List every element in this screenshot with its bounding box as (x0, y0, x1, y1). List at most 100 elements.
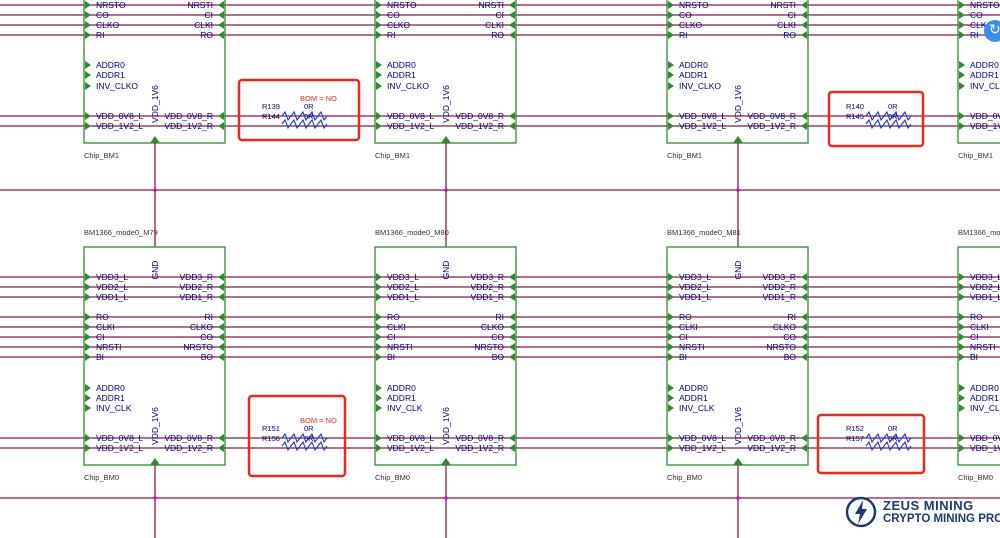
chip-box (957, 246, 1000, 466)
pin-label: VDD1_R (179, 292, 213, 302)
pin-marker (509, 283, 515, 291)
pin-label: BI (970, 352, 978, 362)
pin-marker (376, 434, 382, 442)
pin-marker (218, 343, 224, 351)
gnd-label: GND (733, 261, 743, 280)
pin-marker (218, 1, 224, 9)
resistor-value: 0R (304, 424, 314, 433)
gnd-label: GND (150, 261, 160, 280)
chip-title: BM1366_mode0_M81 (667, 228, 741, 237)
pin-marker (85, 82, 91, 90)
pin-marker (959, 434, 965, 442)
pin-marker (668, 293, 674, 301)
resistor-ref: R151 (262, 424, 280, 433)
pin-marker (376, 353, 382, 361)
pin-marker (218, 21, 224, 29)
pin-marker (801, 112, 807, 120)
pin-label: VDD1_L (679, 292, 711, 302)
pin-label: NRSTO (96, 0, 126, 10)
pin-label: INV_CLK (96, 403, 132, 413)
pin-label: INV_CLK (970, 403, 1000, 413)
pin-marker (376, 122, 382, 130)
pin-marker (959, 11, 965, 19)
pin-label: RO (783, 30, 796, 40)
pin-label: CLKI (194, 20, 213, 30)
pin-marker (668, 71, 674, 79)
pin-marker (509, 11, 515, 19)
pin-label: VDD_0V8_R (747, 433, 796, 443)
highlight-box (247, 394, 347, 478)
pin-marker (85, 112, 91, 120)
pin-label: VDD_1V2_R (164, 121, 213, 131)
watermark-brand: ZEUS MINING (883, 498, 974, 513)
pin-marker (218, 293, 224, 301)
resistor-ref: R139 (262, 102, 280, 111)
pin-marker (441, 136, 451, 143)
pin-marker (668, 273, 674, 281)
junction-dot (444, 496, 448, 500)
pin-marker (668, 82, 674, 90)
pin-label: NRSTI (679, 342, 705, 352)
pin-label: CI (496, 10, 505, 20)
pin-marker (150, 458, 160, 465)
pin-label: CI (96, 332, 105, 342)
pin-label: RO (491, 30, 504, 40)
resistor-ref: R152 (846, 424, 864, 433)
pin-label: INV_CLK (387, 403, 423, 413)
pin-marker (85, 323, 91, 331)
pin-label: VDD_0V8_R (455, 111, 504, 121)
pin-marker (801, 1, 807, 9)
pin-marker (85, 31, 91, 39)
pin-marker (218, 283, 224, 291)
pin-label: BI (679, 352, 687, 362)
sync-icon[interactable]: ↻ (984, 20, 1000, 42)
pin-marker (801, 11, 807, 19)
pin-label: ADDR1 (387, 70, 416, 80)
pin-marker (85, 333, 91, 341)
bom-note: BOM = NO (300, 94, 337, 103)
junction-dot (153, 496, 157, 500)
pin-label: CO (679, 10, 692, 20)
pin-label: CO (387, 10, 400, 20)
pin-label: VDD3_L (970, 272, 1000, 282)
pin-label: INV_CLKO (387, 81, 429, 91)
pin-marker (959, 122, 965, 130)
pin-label: NRSTO (766, 342, 796, 352)
pin-marker (376, 444, 382, 452)
chip-footer: Chip_BM1 (958, 151, 993, 160)
pin-marker (668, 313, 674, 321)
pin-label: VDD1_L (387, 292, 419, 302)
pin-label: NRSTI (387, 342, 413, 352)
pin-label: VDD_1V2_L (96, 121, 144, 131)
pin-marker (85, 71, 91, 79)
pin-label: VDD_1V2_L (970, 443, 1000, 453)
pin-marker (85, 313, 91, 321)
pin-label: RI (970, 30, 979, 40)
pin-marker (85, 283, 91, 291)
pin-label: CLKO (970, 20, 994, 30)
pin-marker (801, 31, 807, 39)
pin-marker (85, 293, 91, 301)
pin-label: VDD2_R (179, 282, 213, 292)
pin-marker (959, 82, 965, 90)
pin-marker (85, 444, 91, 452)
pin-marker (441, 458, 451, 465)
pin-label: RO (96, 312, 109, 322)
pin-label: INV_CLKO (970, 81, 1000, 91)
pin-marker (959, 384, 965, 392)
resistor-value: 0R (888, 102, 898, 111)
pin-label: INV_CLKO (96, 81, 138, 91)
pin-marker (959, 333, 965, 341)
resistor-ref: R157 (846, 434, 864, 443)
pin-label: NRSTO (387, 0, 417, 10)
pin-marker (801, 122, 807, 130)
pin-label: VDD2_L (679, 282, 711, 292)
pin-label: CI (387, 332, 396, 342)
pin-marker (509, 444, 515, 452)
pin-marker (509, 31, 515, 39)
watermark: ZEUS MINING CRYPTO MINING PRO (845, 496, 1000, 532)
chip-title: BM1366_mode0_M8 (958, 228, 1000, 237)
resistor-value: 0R (304, 102, 314, 111)
pin-marker (218, 273, 224, 281)
